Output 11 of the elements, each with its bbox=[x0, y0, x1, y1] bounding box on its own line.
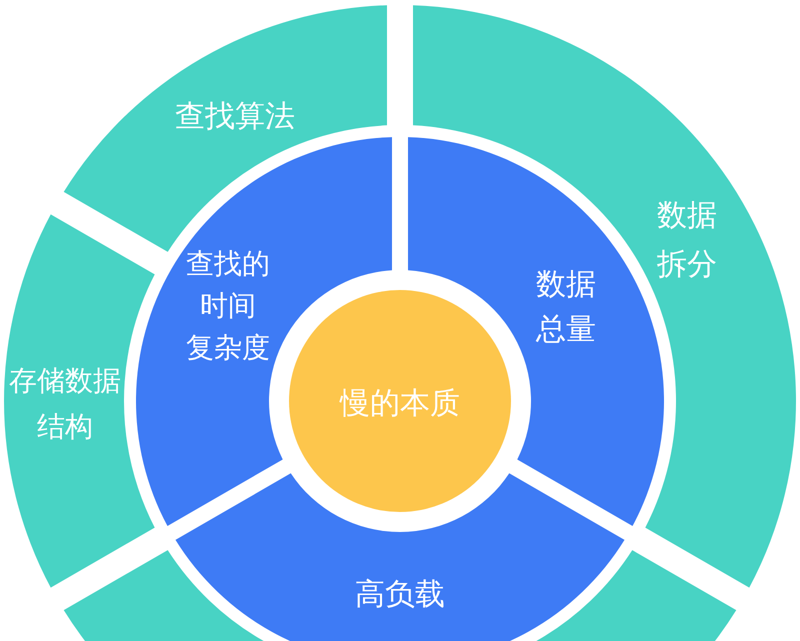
ring-segment bbox=[536, 550, 737, 641]
label-text: 查找的时间复杂度 bbox=[186, 246, 270, 366]
label-text: 数据拆分 bbox=[657, 197, 717, 284]
label-text: 存储数据结构 bbox=[9, 363, 121, 445]
ring-segment bbox=[63, 5, 387, 252]
ring-segment bbox=[175, 473, 625, 641]
label-text: 高负载 bbox=[355, 576, 445, 614]
label-text: 慢的本质 bbox=[340, 385, 460, 423]
label-text: 数据总量 bbox=[536, 266, 596, 349]
label-text: 查找算法 bbox=[175, 98, 295, 136]
ring-segment bbox=[63, 550, 264, 641]
